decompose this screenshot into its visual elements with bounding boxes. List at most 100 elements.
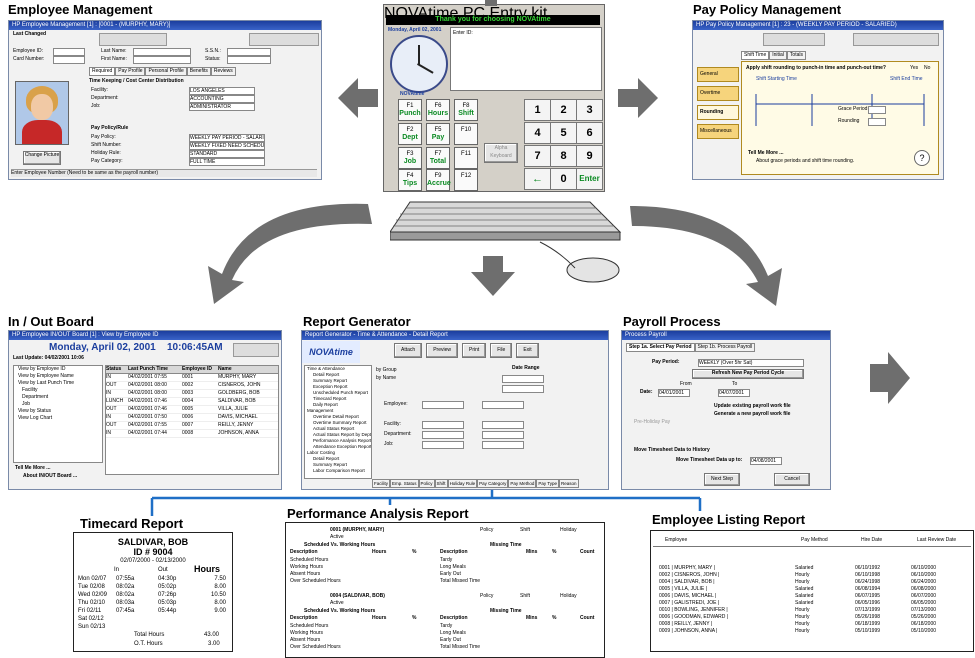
numpad-key-2[interactable]: 2 <box>550 99 577 121</box>
report-tree-item[interactable]: Management <box>307 408 334 413</box>
next-step-button[interactable]: Next Step <box>704 473 740 486</box>
tab-benefits[interactable]: Benefits <box>186 67 211 76</box>
tree-item[interactable]: View by Employee Name <box>18 373 74 379</box>
tree-item[interactable]: View by Employee ID <box>18 366 66 372</box>
tab-shift[interactable]: Shift <box>434 479 448 488</box>
numpad-key-0[interactable]: 0 <box>550 168 577 190</box>
date-from-input[interactable]: 04/01/2001 <box>658 389 690 397</box>
report-tree-item[interactable]: Performance Analysis Report <box>313 438 372 443</box>
ssn-input[interactable] <box>227 48 271 56</box>
print-button[interactable]: Print <box>461 343 487 358</box>
card-number-input[interactable] <box>53 56 85 64</box>
record-navigator[interactable] <box>99 33 167 46</box>
pay-category-value[interactable]: FULL TIME <box>189 158 265 166</box>
facility-value[interactable]: LOS ANGELES <box>189 87 255 95</box>
tree-item[interactable]: Job <box>22 401 31 407</box>
tree-item[interactable]: Facility <box>22 387 38 393</box>
pay-period-select[interactable]: WEEKLY (Over 5hr Sat) <box>698 359 804 367</box>
update-existing-check[interactable]: Update existing payroll work file <box>714 403 791 409</box>
numpad-key-3[interactable]: 3 <box>576 99 603 121</box>
numpad-key-6[interactable]: 6 <box>576 122 603 144</box>
tab-shift-time[interactable]: Shift Time <box>741 51 770 60</box>
tab-select-pay-period[interactable]: Step 1a. Select Pay Period <box>626 343 695 352</box>
pay-policy-value[interactable]: WEEKLY PAY PERIOD - SALARIED <box>189 134 265 142</box>
holiday-rule-value[interactable]: STANDARD <box>189 150 265 158</box>
yes-radio[interactable]: Yes <box>910 65 919 71</box>
facility-to-input[interactable] <box>482 421 524 429</box>
last-name-input[interactable] <box>133 48 191 56</box>
tab-facility[interactable]: Facility <box>372 479 391 488</box>
cancel-button[interactable]: Cancel <box>774 473 810 486</box>
report-tree-item[interactable]: Detail Report <box>313 456 340 461</box>
employee-from-input[interactable] <box>422 401 464 409</box>
toolbar-buttons[interactable] <box>853 33 939 46</box>
tab-initial[interactable]: Initial <box>769 51 787 60</box>
exit-button[interactable]: Exit <box>516 343 539 358</box>
tab-personal-profile[interactable]: Personal Profile <box>145 67 187 76</box>
report-tree-item[interactable]: Overtime Detail Report <box>313 414 359 419</box>
tab-emp-status[interactable]: Emp. Status <box>390 479 419 488</box>
tree-item[interactable]: Department <box>22 394 49 400</box>
report-tree-item[interactable]: Attendance Exception Report <box>313 444 372 449</box>
tree-item[interactable]: View by Last Punch Time <box>18 380 75 386</box>
report-tree-item[interactable]: Overtime Summary Report <box>313 420 367 425</box>
tab-reviews[interactable]: Reviews <box>210 67 236 76</box>
f12-key[interactable]: F12 <box>454 169 478 191</box>
grace-period-input[interactable] <box>868 106 886 114</box>
col-status[interactable]: Status <box>106 366 122 372</box>
no-radio[interactable]: No <box>924 65 931 71</box>
f10-key[interactable]: F10 <box>454 123 478 145</box>
report-tree-item[interactable]: Time & Attendance <box>307 366 345 371</box>
tree-item[interactable]: View by Status <box>18 408 51 414</box>
tab-reason[interactable]: Reason <box>559 479 579 488</box>
facility-from-input[interactable] <box>422 421 464 429</box>
numpad-key-4[interactable]: 4 <box>524 122 551 144</box>
backspace-key[interactable]: ← <box>524 168 551 190</box>
tree-item[interactable]: View Log Chart <box>18 415 53 421</box>
alpha-keyboard-button[interactable]: Alpha Keyboard <box>484 143 518 163</box>
tab-pay-category[interactable]: Pay Category <box>477 479 509 488</box>
job-value[interactable]: ADMINISTRATOR <box>189 103 255 111</box>
report-tree-item[interactable]: Actual Status Report <box>313 426 355 431</box>
employee-id-input[interactable] <box>53 48 85 56</box>
about-board-link[interactable]: About IN/OUT Board ... <box>23 473 78 479</box>
side-tab-miscellaneous[interactable]: Miscellaneous <box>697 124 739 139</box>
department-to-input[interactable] <box>482 431 524 439</box>
enter-key[interactable]: Enter <box>576 168 603 190</box>
report-tree-item[interactable]: Timecard Report <box>313 396 347 401</box>
toolbar-buttons[interactable] <box>233 343 279 357</box>
tab-pay-profile[interactable]: Pay Profile <box>115 67 146 76</box>
tab-policy[interactable]: Policy <box>418 479 435 488</box>
generate-new-check[interactable]: Generate a new payroll work file <box>714 411 791 417</box>
status-select[interactable] <box>227 56 271 64</box>
job-from-input[interactable] <box>422 441 464 449</box>
date-from-input[interactable] <box>502 375 544 383</box>
report-tree-item[interactable]: Labor Costing <box>307 450 336 455</box>
col-last-punch[interactable]: Last Punch Time <box>128 366 168 372</box>
tell-me-more-link[interactable]: Tell Me More ... <box>15 465 51 471</box>
date-to-input[interactable] <box>502 385 544 393</box>
preview-button[interactable]: Preview <box>426 343 458 358</box>
numpad-key-8[interactable]: 8 <box>550 145 577 167</box>
report-tree-item[interactable]: Exception Report <box>313 384 348 389</box>
tab-pay-type[interactable]: Pay Type <box>536 479 560 488</box>
side-tab-rounding[interactable]: Rounding <box>697 105 739 120</box>
employee-to-input[interactable] <box>482 401 524 409</box>
tell-me-more-link[interactable]: Tell Me More ... <box>748 150 784 156</box>
f11-key[interactable]: F11 <box>454 147 478 169</box>
side-tab-general[interactable]: General <box>697 67 739 82</box>
col-employee-id[interactable]: Employee ID <box>182 366 213 372</box>
